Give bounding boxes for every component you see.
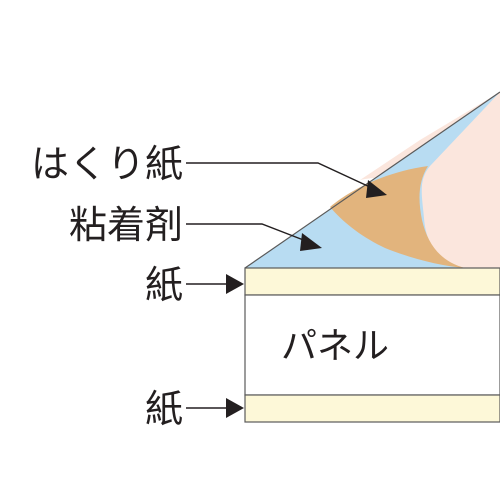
arrow-head-paper-bottom [226, 398, 244, 418]
label-adhesive: 粘着剤 [69, 203, 183, 247]
label-panel: パネル [281, 326, 389, 367]
panel-core [244, 294, 500, 396]
arrow-head-adhesive [300, 233, 322, 251]
paper-layer-top [244, 267, 500, 296]
release-paper-curl [330, 166, 465, 268]
paper-layer-bottom [244, 394, 500, 423]
label-paper-bottom: 紙 [145, 387, 183, 431]
release-paper-overlay [421, 92, 500, 268]
label-release-paper: はくり紙 [31, 142, 183, 186]
leader-line-adhesive [186, 223, 307, 242]
leader-line-release-paper [186, 162, 373, 189]
arrow-head-paper-top [226, 274, 244, 294]
label-paper-top: 紙 [145, 263, 183, 307]
peel-edge-line [244, 91, 500, 269]
arrow-head-release-paper [366, 180, 387, 198]
